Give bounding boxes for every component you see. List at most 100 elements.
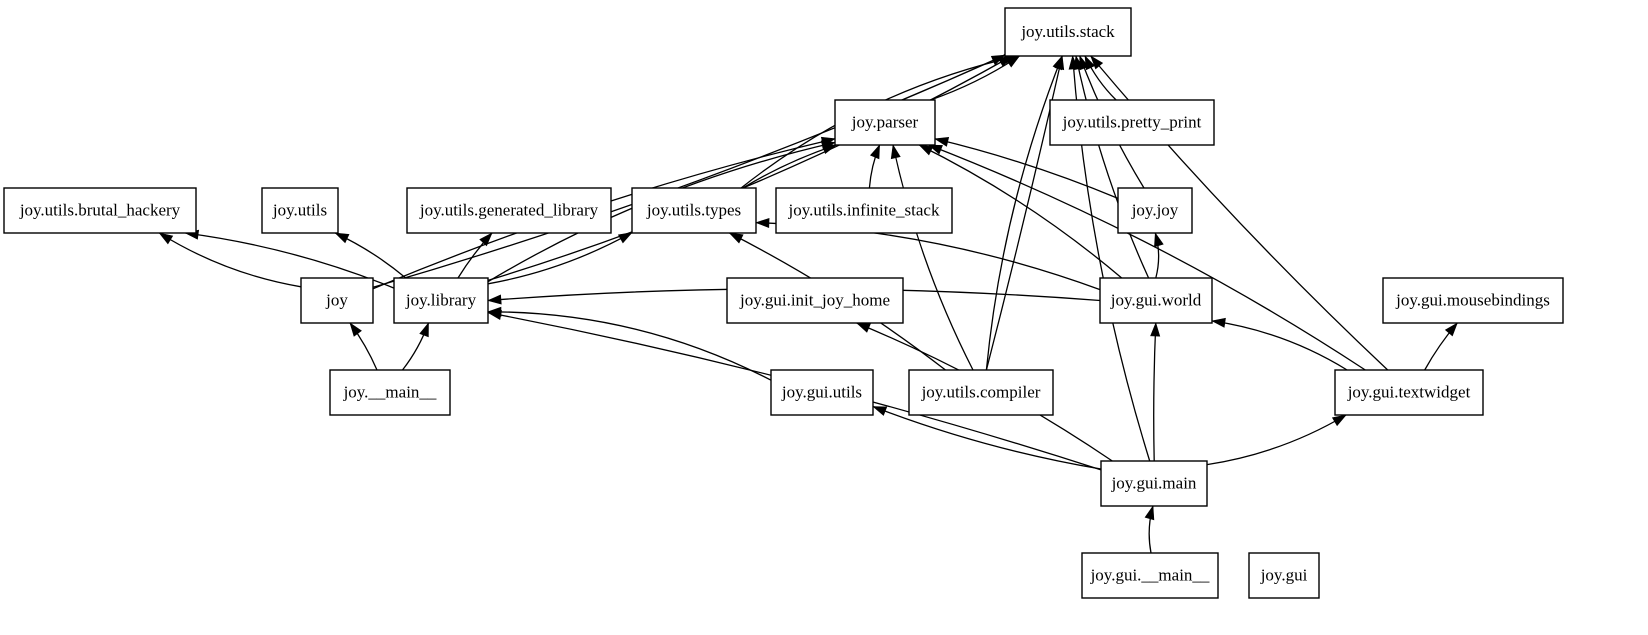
node-box-joy_main[interactable]	[329, 369, 451, 416]
arrowhead-utils_infinite-to-parser	[869, 144, 880, 160]
node-box-gui_dunder_main[interactable]	[1081, 552, 1219, 599]
node-gui_main[interactable]: joy.gui.main	[1100, 460, 1208, 507]
node-label-gui_main: joy.gui.main	[1111, 473, 1197, 492]
node-utils_generated[interactable]: joy.utils.generated_library	[406, 187, 612, 234]
arrowhead-joy-to-parser	[820, 136, 836, 147]
edge-gui_world-to-utils_stack	[1075, 55, 1150, 279]
node-label-gui_world: joy.gui.world	[1110, 290, 1202, 309]
node-box-gui[interactable]	[1248, 552, 1320, 599]
node-label-gui: joy.gui	[1260, 565, 1308, 584]
node-utils_pretty_print[interactable]: joy.utils.pretty_print	[1049, 99, 1215, 146]
arrowhead-utils_compiler-to-utils_types	[728, 232, 744, 244]
node-gui_textwidget[interactable]: joy.gui.textwidget	[1334, 369, 1484, 416]
arrowhead-gui_world-to-joy_joy	[1154, 232, 1164, 248]
arrowhead-joy-to-utils_brutal	[158, 232, 174, 245]
arrowhead-gui_world-to-utils_types	[755, 217, 770, 229]
node-box-utils_stack[interactable]	[1004, 7, 1132, 57]
arrowhead-library-to-utils_types	[617, 232, 633, 244]
node-library[interactable]: joy.library	[393, 277, 489, 324]
arrowhead-joy_joy-to-parser	[934, 137, 950, 147]
node-box-gui_main[interactable]	[1100, 460, 1208, 507]
edge-gui_utils-to-library	[487, 311, 772, 381]
node-box-utils_compiler[interactable]	[908, 369, 1054, 416]
edge-joy-to-utils_brutal	[158, 232, 302, 288]
edge-joy_joy-to-parser	[934, 138, 1119, 200]
node-box-gui_world[interactable]	[1099, 277, 1213, 324]
arrowhead-gui_main-to-gui_textwidget	[1331, 414, 1347, 427]
node-layer: joy.utils.stack joy.parser joy.utils.prett…	[3, 7, 1564, 599]
node-box-gui_utils[interactable]	[770, 369, 874, 416]
node-box-gui_init_joy_home[interactable]	[726, 277, 904, 324]
node-gui_utils[interactable]: joy.gui.utils	[770, 369, 874, 416]
node-box-utils_generated[interactable]	[406, 187, 612, 234]
node-label-utils_compiler: joy.utils.compiler	[921, 382, 1041, 401]
arrowhead-gui_dunder_main-to-gui_main	[1144, 505, 1155, 521]
node-label-joy: joy	[325, 290, 348, 309]
node-utils[interactable]: joy.utils	[261, 187, 339, 234]
node-box-utils[interactable]	[261, 187, 339, 234]
node-utils_infinite[interactable]: joy.utils.infinite_stack	[775, 187, 953, 234]
node-utils_compiler[interactable]: joy.utils.compiler	[908, 369, 1054, 416]
node-label-joy_main: joy.__main__	[343, 382, 437, 401]
edge-utils_compiler-to-parser	[892, 144, 974, 371]
node-label-gui_init_joy_home: joy.gui.init_joy_home	[739, 290, 890, 309]
node-box-utils_brutal[interactable]	[3, 187, 197, 234]
edge-joy-to-utils_stack	[372, 54, 1006, 288]
arrowhead-gui_main-to-utils_stack	[1068, 55, 1079, 70]
node-label-library: joy.library	[405, 290, 477, 309]
node-gui_init_joy_home[interactable]: joy.gui.init_joy_home	[726, 277, 904, 324]
edge-library-to-utils_types	[487, 232, 633, 285]
node-label-gui_utils: joy.gui.utils	[781, 382, 862, 401]
node-box-library[interactable]	[393, 277, 489, 324]
node-box-utils_types[interactable]	[631, 187, 757, 234]
node-label-gui_dunder_main: joy.gui.__main__	[1090, 565, 1210, 584]
node-box-utils_pretty_print[interactable]	[1049, 99, 1215, 146]
node-box-joy_joy[interactable]	[1117, 187, 1193, 234]
node-label-gui_mousebindings: joy.gui.mousebindings	[1395, 290, 1550, 309]
arrowhead-gui_textwidget-to-gui_world	[1211, 317, 1226, 328]
node-utils_brutal[interactable]: joy.utils.brutal_hackery	[3, 187, 197, 234]
node-label-gui_textwidget: joy.gui.textwidget	[1347, 382, 1471, 401]
node-joy_joy[interactable]: joy.joy	[1117, 187, 1193, 234]
edge-utils_compiler-to-utils_stack	[985, 55, 1063, 371]
node-gui[interactable]: joy.gui	[1248, 552, 1320, 599]
node-gui_world[interactable]: joy.gui.world	[1099, 277, 1213, 324]
arrowhead-gui_world-to-library	[487, 294, 502, 305]
arrowhead-library-to-utils_generated	[479, 232, 493, 247]
arrowhead-library-to-utils	[334, 232, 350, 244]
arrowhead-utils_compiler-to-parser	[890, 144, 901, 160]
edge-gui_textwidget-to-gui_world	[1211, 320, 1348, 371]
node-joy[interactable]: joy	[300, 277, 374, 324]
arrowhead-gui_main-to-gui_init_joy_home	[855, 322, 871, 333]
edge-library-to-utils_stack	[487, 55, 1013, 282]
arrowhead-gui_main-to-gui_world	[1150, 322, 1161, 337]
node-label-utils_pretty_print: joy.utils.pretty_print	[1062, 112, 1202, 131]
node-box-joy[interactable]	[300, 277, 374, 324]
arrowhead-joy_main-to-library	[419, 322, 429, 338]
node-gui_dunder_main[interactable]: joy.gui.__main__	[1081, 552, 1219, 599]
node-label-utils_generated: joy.utils.generated_library	[419, 200, 599, 219]
node-utils_stack[interactable]: joy.utils.stack	[1004, 7, 1132, 57]
arrowhead-gui_main-to-gui_utils	[872, 406, 888, 416]
arrowhead-gui_textwidget-to-gui_mousebindings	[1444, 322, 1458, 337]
edge-gui_textwidget-to-parser	[928, 144, 1366, 371]
node-label-parser: joy.parser	[851, 112, 919, 131]
node-joy_main[interactable]: joy.__main__	[329, 369, 451, 416]
node-label-joy_joy: joy.joy	[1131, 200, 1179, 219]
node-box-parser[interactable]	[834, 99, 936, 146]
node-box-gui_mousebindings[interactable]	[1382, 277, 1564, 324]
node-parser[interactable]: joy.parser	[834, 99, 936, 146]
node-label-utils_brutal: joy.utils.brutal_hackery	[19, 200, 181, 219]
node-label-utils: joy.utils	[272, 200, 327, 219]
edge-gui_main-to-gui_world	[1153, 322, 1157, 462]
arrowhead-gui_main-to-library	[487, 310, 502, 320]
node-box-utils_infinite[interactable]	[775, 187, 953, 234]
edge-gui_main-to-gui_textwidget	[1206, 414, 1347, 466]
node-label-utils_infinite: joy.utils.infinite_stack	[788, 200, 940, 219]
edge-gui_main-to-gui_utils	[872, 405, 1102, 470]
node-box-gui_textwidget[interactable]	[1334, 369, 1484, 416]
node-utils_types[interactable]: joy.utils.types	[631, 187, 757, 234]
node-gui_mousebindings[interactable]: joy.gui.mousebindings	[1382, 277, 1564, 324]
